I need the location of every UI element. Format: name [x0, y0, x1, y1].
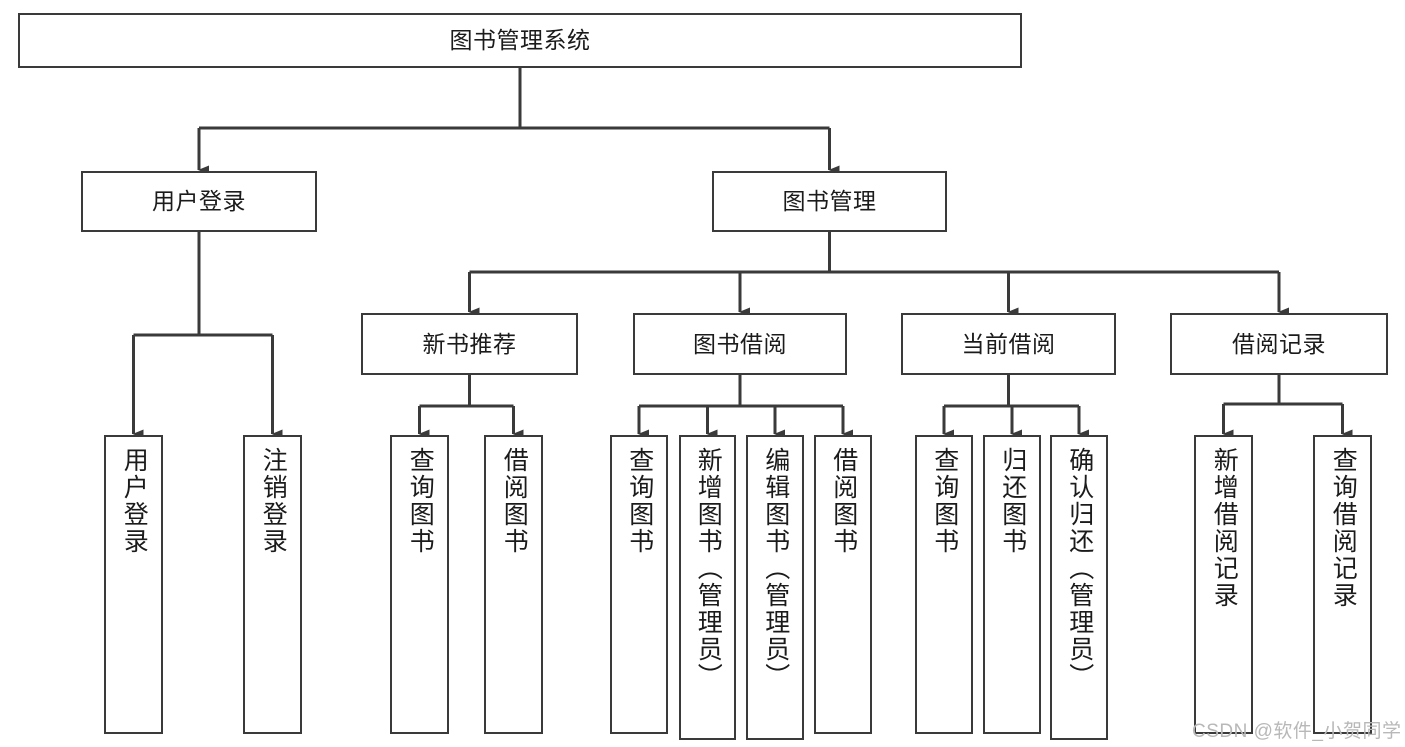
- node-l3-current[interactable]: 当前借阅: [901, 313, 1116, 375]
- node-leaf-1[interactable]: 用户登录: [104, 435, 163, 734]
- node-label: 当前借阅: [961, 330, 1056, 357]
- node-leaf-12[interactable]: 新增借阅记录: [1194, 435, 1253, 734]
- node-leaf-5[interactable]: 查询图书: [610, 435, 668, 734]
- node-label: 新增借阅记录: [1210, 447, 1239, 609]
- node-label: 图书管理: [782, 188, 877, 215]
- node-leaf-9[interactable]: 查询图书: [915, 435, 973, 734]
- node-leaf-2[interactable]: 注销登录: [243, 435, 302, 734]
- node-label: 查询借阅记录: [1329, 447, 1358, 609]
- node-leaf-6[interactable]: 新增图书（管理员）: [679, 435, 736, 740]
- node-label: 查询图书: [930, 447, 959, 555]
- node-label: 新书推荐: [422, 330, 517, 357]
- node-label: 用户登录: [152, 188, 246, 215]
- node-l3-record[interactable]: 借阅记录: [1170, 313, 1388, 375]
- node-leaf-7[interactable]: 编辑图书（管理员）: [746, 435, 804, 740]
- node-label: 图书借阅: [693, 330, 787, 357]
- node-l3-new[interactable]: 新书推荐: [361, 313, 578, 375]
- node-label: 编辑图书（管理员）: [761, 447, 790, 690]
- node-l2-login[interactable]: 用户登录: [81, 171, 317, 232]
- node-root[interactable]: 图书管理系统: [18, 13, 1022, 68]
- node-label: 归还图书: [998, 447, 1027, 555]
- node-label: 注销登录: [259, 447, 288, 555]
- node-leaf-8[interactable]: 借阅图书: [814, 435, 872, 734]
- node-label: 新增图书（管理员）: [694, 447, 723, 690]
- node-label: 借阅图书: [829, 447, 858, 555]
- node-leaf-10[interactable]: 归还图书: [983, 435, 1041, 734]
- node-leaf-13[interactable]: 查询借阅记录: [1313, 435, 1372, 734]
- node-l3-borrow[interactable]: 图书借阅: [633, 313, 847, 375]
- node-label: 确认归还（管理员）: [1065, 447, 1094, 690]
- node-label: 借阅记录: [1232, 330, 1326, 357]
- node-label: 查询图书: [406, 447, 435, 555]
- node-label: 查询图书: [625, 447, 654, 555]
- node-leaf-11[interactable]: 确认归还（管理员）: [1050, 435, 1108, 740]
- node-label: 图书管理系统: [449, 27, 591, 54]
- node-l2-book[interactable]: 图书管理: [712, 171, 947, 232]
- node-leaf-4[interactable]: 借阅图书: [484, 435, 543, 734]
- node-label: 借阅图书: [500, 447, 529, 555]
- node-leaf-3[interactable]: 查询图书: [390, 435, 449, 734]
- node-label: 用户登录: [120, 447, 149, 555]
